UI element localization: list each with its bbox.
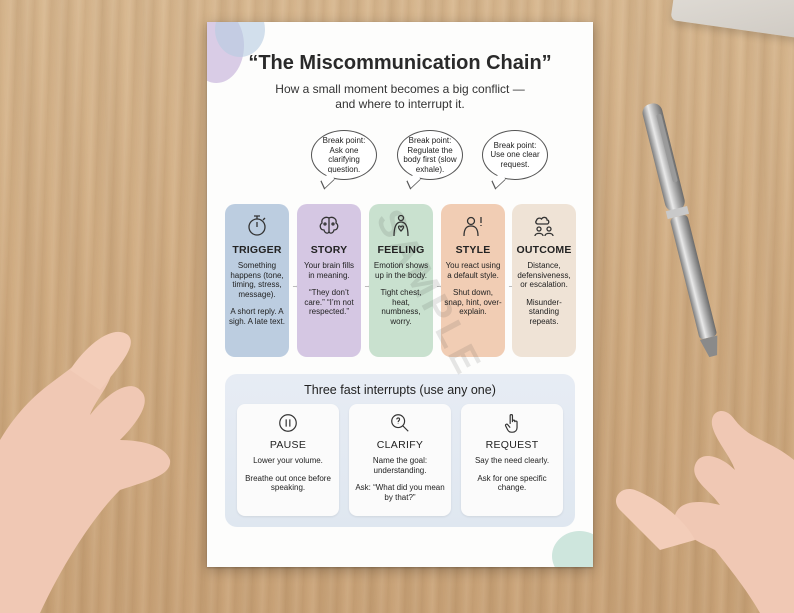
cloth (670, 0, 794, 40)
chain-card-label: STYLE (455, 244, 491, 256)
chain-card-label: FEELING (377, 244, 425, 256)
chain-card-style: STYLE You react using a default style. S… (441, 204, 505, 357)
pen (642, 103, 718, 358)
left-hand (0, 331, 171, 613)
chain-card-desc: Something happens (tone, timing, stress,… (230, 261, 284, 299)
interrupt-line: Ask for one specific change. (477, 473, 547, 493)
break-point-text: Regulate the body first (slow exhale). (403, 145, 457, 174)
subtitle-line: and where to interrupt it. (335, 97, 465, 111)
break-point-bubble: Break point: Use one clear request. (482, 130, 548, 190)
interrupt-label: PAUSE (269, 439, 307, 451)
arrow-icon: → (435, 280, 444, 290)
hand-pointer-icon (504, 414, 518, 433)
decorative-blob (552, 531, 593, 567)
interrupt-card-request: REQUEST Say the need clearly. Ask for on… (461, 404, 563, 516)
bubble-tail (491, 171, 506, 190)
arrow-icon: → (363, 280, 372, 290)
interrupts-panel: Three fast interrupts (use any one) PAUS… (225, 374, 575, 527)
break-point-bubble: Break point: Ask one clarifying question… (311, 130, 377, 190)
interrupt-label: REQUEST (485, 439, 539, 451)
person-alert-icon (463, 216, 482, 237)
chain-card-outcome: OUTCOME Distance, defensiveness, or esca… (512, 204, 576, 357)
magnifier-question-icon (391, 414, 409, 432)
chain-card-desc: Emotion shows up in the body. (373, 261, 429, 280)
chain-card-label: OUTCOME (516, 244, 572, 256)
bubble-tail (406, 171, 421, 190)
subtitle-line: How a small moment becomes a big conflic… (275, 82, 525, 96)
interrupts-title: Three fast interrupts (use any one) (304, 383, 496, 397)
chain-card-desc: Your brain fills in meaning. (304, 261, 354, 280)
break-point-heading: Break point: (493, 140, 537, 150)
poster: “The Miscommunication Chain” How a small… (207, 22, 593, 567)
interrupt-line: Ask: “What did you mean by that?” (355, 483, 445, 502)
chain-card-example: Misunder-standing repeats. (526, 297, 562, 326)
break-point-heading: Break point: (408, 136, 452, 145)
poster-subtitle: How a small moment becomes a big conflic… (247, 82, 553, 112)
bubble-tail (320, 171, 335, 190)
heart-body-icon (393, 214, 409, 237)
chain-card-example: “They don’t care.” “I’m not respected.” (304, 288, 354, 316)
interrupt-line: Name the goal: understanding. (372, 456, 428, 475)
chain-card-example: Shut down, snap, hint, over-explain. (444, 288, 502, 316)
cloud-people-icon (534, 216, 554, 237)
chain-card-trigger: TRIGGER Something happens (tone, timing,… (225, 204, 289, 357)
chain-card-story: STORY Your brain fills in meaning. “They… (297, 204, 361, 357)
chain-card-example: Tight chest, heat, numbness, worry. (380, 288, 422, 326)
break-point-bubble: Break point: Regulate the body first (sl… (397, 130, 463, 190)
interrupt-card-pause: PAUSE Lower your volume. Breathe out onc… (237, 404, 339, 516)
break-point-heading: Break point: (322, 136, 366, 145)
interrupt-line: Breathe out once before speaking. (245, 473, 331, 493)
interrupt-label: CLARIFY (376, 439, 424, 451)
chain-card-desc: You react using a default style. (445, 261, 501, 280)
chain-card-feeling: FEELING Emotion shows up in the body. Ti… (369, 204, 433, 357)
chain-card-example: A short reply. A sigh. A late text. (228, 307, 286, 326)
arrow-icon: → (291, 280, 300, 290)
interrupt-card-clarify: CLARIFY Name the goal: understanding. As… (349, 404, 451, 516)
right-hand (615, 410, 794, 613)
chain-card-label: STORY (310, 244, 348, 256)
interrupt-line: Say the need clearly. (474, 456, 550, 465)
chain-card-desc: Distance, defensiveness, or escalation. (517, 261, 571, 289)
arrow-icon: → (507, 280, 516, 290)
break-point-text: Use one clear request. (490, 150, 540, 169)
brain-icon (319, 216, 339, 234)
interrupt-line: Lower your volume. (253, 456, 323, 465)
chain-card-label: TRIGGER (232, 244, 282, 256)
poster-title: “The Miscommunication Chain” (248, 52, 552, 74)
pause-icon (279, 414, 297, 432)
timer-icon (248, 215, 266, 236)
break-point-text: Ask one clarifying question. (327, 145, 361, 174)
